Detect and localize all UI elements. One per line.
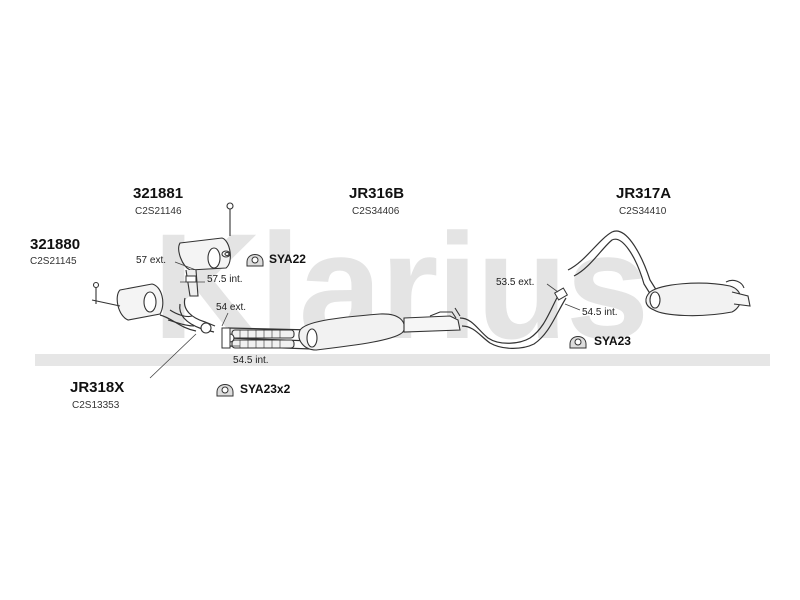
watermark-bar — [35, 354, 770, 366]
kit-label-sya23x2: SYA23x2 — [240, 382, 291, 396]
part-number-jr317a: JR317A — [616, 185, 672, 202]
part-number-321881: 321881 — [133, 185, 184, 202]
kit-icon-sya23x2 — [216, 384, 234, 397]
dimension-54-ext: 54 ext. — [216, 302, 247, 313]
leader-lines — [149, 261, 581, 379]
centre-silencer-jr316b — [298, 307, 461, 351]
dimension-54-5-int-rear: 54.5 int. — [582, 307, 618, 318]
oem-code-321881: C2S21146 — [135, 206, 182, 217]
kit-label-sya23: SYA23 — [594, 334, 631, 348]
part-number-jr316b: JR316B — [349, 185, 405, 202]
oem-code-jr317a: C2S34410 — [619, 206, 667, 217]
front-catalyst-321881 — [178, 202, 234, 297]
part-number-jr318x: JR318X — [70, 379, 125, 396]
kit-icon-sya23 — [569, 336, 587, 349]
pipe-joints — [185, 275, 569, 349]
kit-icon-sya22 — [246, 254, 264, 267]
rear-silencer-jr317a — [645, 279, 751, 317]
oem-code-jr318x: C2S13353 — [72, 400, 120, 411]
front-catalyst-321880 — [91, 281, 195, 327]
dimension-57-5-int: 57.5 int. — [207, 274, 243, 285]
kit-label-sya22: SYA22 — [269, 252, 306, 266]
dimension-54-5-int-front: 54.5 int. — [233, 355, 269, 366]
oem-code-321880: C2S21145 — [30, 256, 77, 267]
dimension-53-5-ext: 53.5 ext. — [496, 277, 535, 288]
dimension-57-ext: 57 ext. — [136, 255, 167, 266]
front-pipe-jr318x — [200, 322, 295, 349]
part-number-321880: 321880 — [30, 236, 81, 253]
oem-code-jr316b: C2S34406 — [352, 206, 400, 217]
